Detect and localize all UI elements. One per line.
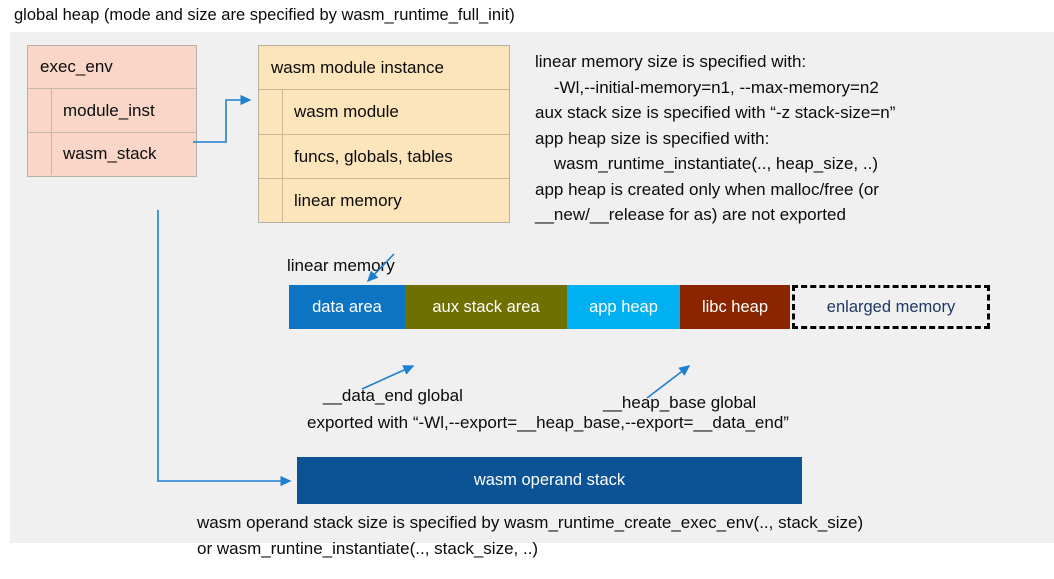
memory-segment-data-area: data area [289,285,405,329]
page-title: global heap (mode and size are specified… [14,6,515,24]
linear-memory-caption: linear memory [287,256,395,275]
module-instance-field-label: wasm module [294,102,399,121]
export-flags-note: exported with “-Wl,--export=__heap_base,… [307,413,789,432]
indent-column [259,90,283,134]
indent-column [28,133,52,175]
exec-env-field-module-inst: module_inst [28,89,196,132]
linear-memory-bar: data area aux stack area app heap libc h… [289,285,990,329]
heap-base-global-label: __heap_base global [603,393,757,412]
exec-env-field-label: wasm_stack [63,144,157,163]
indent-column [259,179,283,222]
wasm-operand-stack-bar: wasm operand stack [297,457,802,504]
arrow-module-inst-to-instance [193,94,252,143]
exec-env-header: exec_env [28,46,196,89]
wasm-module-instance-header: wasm module instance [259,46,509,90]
memory-segment-libc-heap: libc heap [680,285,790,329]
data-end-global-label: __data_end global [323,386,463,405]
exec-env-box: exec_env module_inst wasm_stack [27,45,197,177]
linear-memory-notes: linear memory size is specified with: -W… [535,52,896,224]
module-instance-field-funcs-globals-tables: funcs, globals, tables [259,134,509,178]
indent-column [259,135,283,178]
diagram-canvas: exec_env module_inst wasm_stack wasm mod… [10,32,1054,558]
memory-segment-enlarged-memory: enlarged memory [792,285,990,329]
module-instance-field-wasm-module: wasm module [259,90,509,134]
memory-segment-aux-stack-area: aux stack area [405,285,567,329]
exec-env-field-label: module_inst [63,100,155,120]
arrow-wasm-stack-to-operand-stack [157,210,292,487]
wasm-module-instance-box: wasm module instance wasm module funcs, … [258,45,510,223]
module-instance-field-label: linear memory [294,190,402,210]
module-instance-field-linear-memory: linear memory [259,178,509,222]
memory-segment-app-heap: app heap [567,285,680,329]
module-instance-field-label: funcs, globals, tables [294,146,453,166]
operand-stack-note: wasm operand stack size is specified by … [197,513,864,558]
indent-column [28,89,52,132]
exec-env-field-wasm-stack: wasm_stack [28,132,196,175]
